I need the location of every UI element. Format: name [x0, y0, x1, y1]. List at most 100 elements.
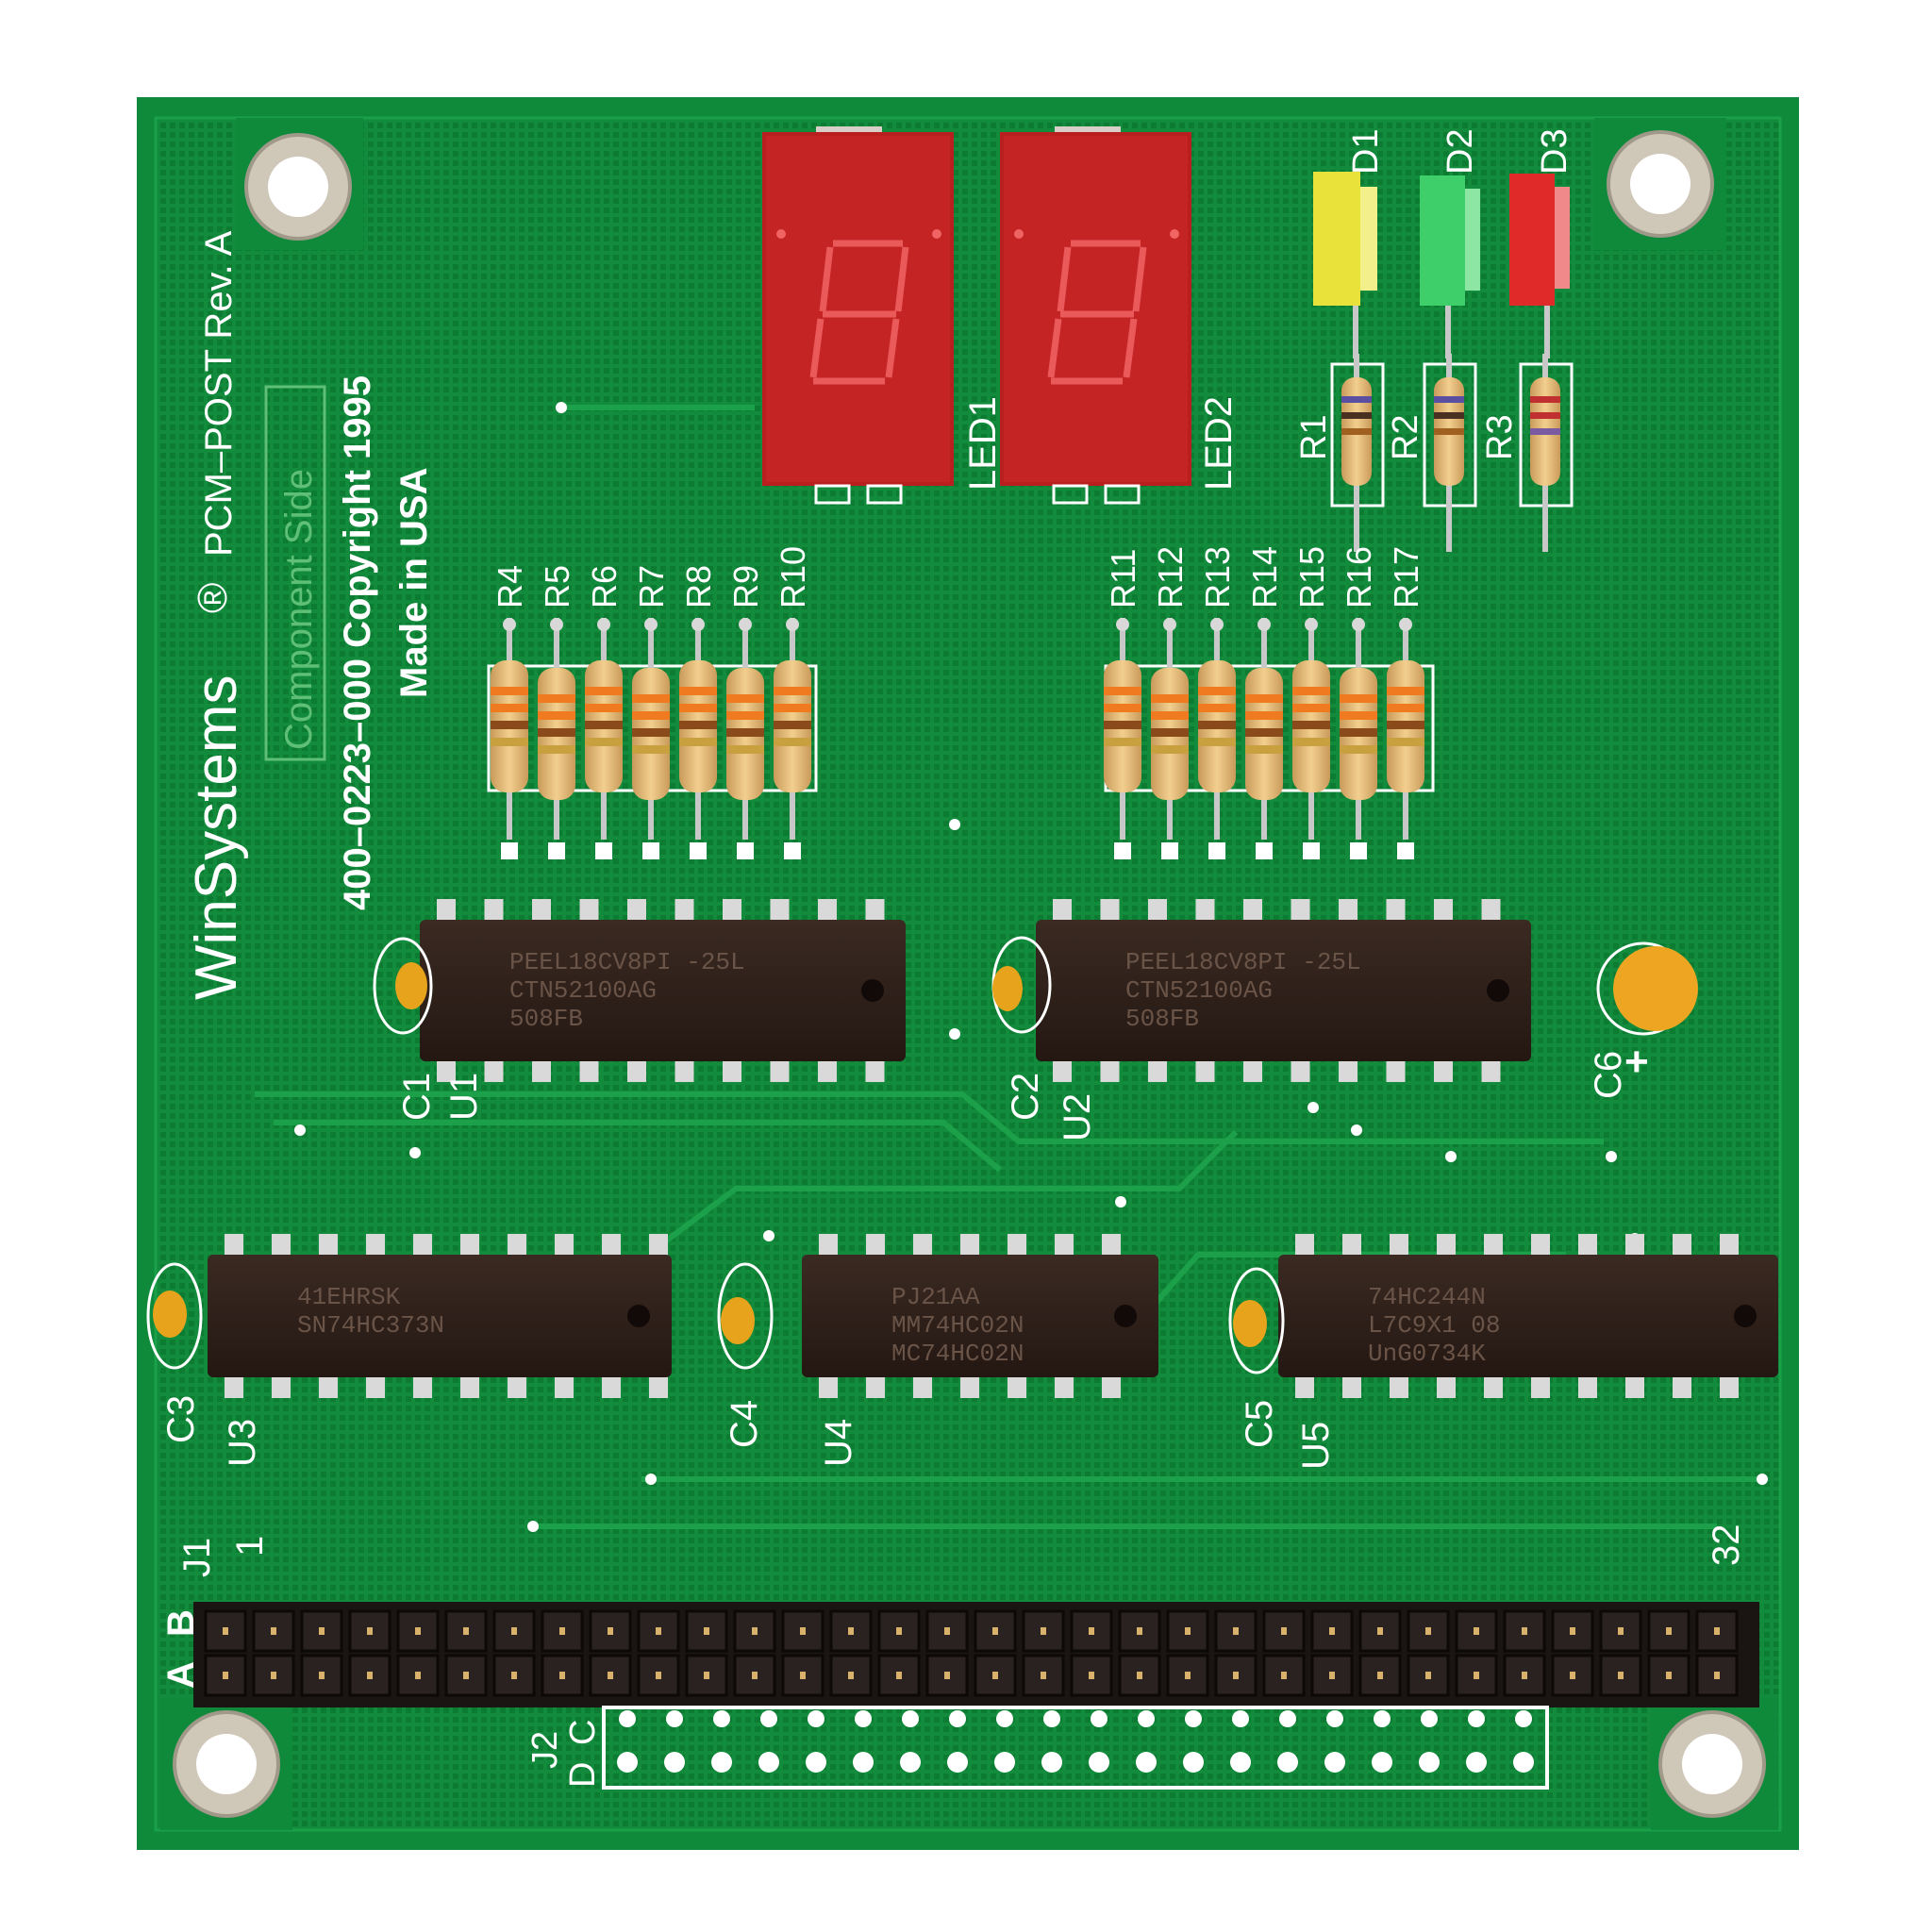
chip-u5-marking-1: L7C9X1 08 [1368, 1311, 1500, 1340]
chip-u1-marking-2: 508FB [509, 1005, 583, 1033]
j2-label: J2 [525, 1731, 565, 1769]
led-d2 [1420, 175, 1480, 358]
chip-u4-marking-2: MC74HC02N [891, 1340, 1024, 1368]
c2-label: C2 [1005, 1073, 1046, 1121]
c6-polarity: + [1624, 1039, 1649, 1085]
c1-label: C1 [396, 1073, 438, 1121]
d2-label: D2 [1441, 128, 1480, 175]
pin32-label: 32 [1706, 1524, 1747, 1567]
component-side-label: Component Side [278, 469, 320, 750]
r7-label: R7 [632, 565, 671, 608]
d3-label: D3 [1535, 128, 1574, 175]
resistor-r11: R11 [1104, 549, 1142, 859]
r11-label: R11 [1104, 549, 1142, 608]
r2-label: R2 [1386, 414, 1425, 460]
led2-label: LED2 [1198, 396, 1240, 491]
chip-u4-marking-0: PJ21AA [891, 1283, 980, 1311]
chip-u5-marking-0: 74HC244N [1368, 1283, 1486, 1311]
ic-chips: PEEL18CV8PI -25LCTN52100AG508FBPEEL18CV8… [208, 899, 1778, 1398]
row-b-label: B [160, 1609, 202, 1637]
chip-u1-marking-1: CTN52100AG [509, 976, 657, 1005]
brand-label: WinSystems [184, 675, 249, 1000]
u2-label: U2 [1057, 1093, 1098, 1141]
chip-u4-marking-1: MM74HC02N [891, 1311, 1024, 1340]
c5-label: C5 [1239, 1400, 1280, 1448]
r10-label: R10 [774, 546, 812, 608]
chip-u3-marking-0: 41EHRSK [297, 1283, 401, 1311]
resistor-r2 [1423, 354, 1477, 552]
chip-u1-marking-0: PEEL18CV8PI -25L [509, 948, 745, 976]
resistor-r14: R14 [1245, 546, 1284, 859]
chip-u5-marking-2: UnG0734K [1368, 1340, 1486, 1368]
r3-label: R3 [1480, 414, 1520, 460]
mounting-holes [160, 118, 1778, 1830]
display-led1 [762, 126, 954, 505]
resistor-r8: R8 [679, 565, 718, 859]
c3-label: C3 [160, 1395, 202, 1443]
c6-label: C6 [1588, 1051, 1629, 1099]
r16-label: R16 [1340, 546, 1378, 608]
r13-label: R13 [1198, 546, 1237, 608]
r1-label: R1 [1294, 414, 1334, 460]
component-side-box: Component Side [264, 385, 326, 761]
resistor-r16: R16 [1340, 546, 1378, 859]
d1-label: D1 [1346, 128, 1386, 175]
footprint-j2 [602, 1706, 1549, 1790]
chip-u2-marking-1: CTN52100AG [1125, 976, 1273, 1005]
registered-mark: ® [190, 583, 236, 613]
resistor-r3 [1519, 354, 1574, 552]
u5-label: U5 [1295, 1422, 1337, 1470]
resistor-r7: R7 [632, 565, 671, 859]
chip-u2-marking-0: PEEL18CV8PI -25L [1125, 948, 1361, 976]
led-d3 [1509, 174, 1570, 358]
resistor-r10: R10 [774, 546, 812, 859]
capacitor-c6: + [1596, 941, 1698, 1085]
r9-label: R9 [726, 565, 765, 608]
r8-label: R8 [679, 565, 718, 608]
model-label: PCM–POST Rev. A [198, 230, 240, 557]
part-copyright-label: 400–0223–000 Copyright 1995 [337, 375, 378, 910]
resistor-r12: R12 [1151, 546, 1190, 859]
traces [255, 405, 1764, 1529]
chip-u2-marking-2: 508FB [1125, 1005, 1199, 1033]
row-a-label: A [160, 1661, 202, 1689]
r15-label: R15 [1292, 546, 1331, 608]
r4-label: R4 [491, 565, 529, 608]
row-c-label: C [563, 1720, 603, 1745]
row-d-label: D [563, 1762, 603, 1788]
u3-label: U3 [222, 1419, 263, 1467]
origin-label: Made in USA [393, 468, 435, 698]
resistor-r17: R17 [1387, 546, 1425, 859]
r12-label: R12 [1151, 546, 1190, 608]
resistor-r13: R13 [1198, 546, 1237, 859]
resistor-r6: R6 [585, 565, 624, 859]
chip-u3-marking-1: SN74HC373N [297, 1311, 444, 1340]
c4-label: C4 [724, 1400, 765, 1448]
vias [294, 402, 1768, 1532]
display-led2 [1000, 126, 1191, 505]
led-d1 [1313, 172, 1377, 358]
resistor-r4: R4 [491, 565, 529, 859]
header-j1 [193, 1602, 1759, 1707]
resistor-r15: R15 [1292, 546, 1331, 859]
j1-label: J1 [176, 1538, 218, 1577]
resistor-r9: R9 [726, 565, 765, 859]
decoupling-caps [146, 936, 1285, 1374]
r6-label: R6 [585, 565, 624, 608]
r17-label: R17 [1387, 546, 1425, 608]
pin1-label: 1 [229, 1536, 271, 1557]
resistor-r1 [1330, 354, 1385, 552]
led1-label: LED1 [962, 396, 1004, 491]
r5-label: R5 [538, 565, 576, 608]
u1-label: U1 [443, 1073, 485, 1121]
resistor-r5: R5 [538, 565, 576, 859]
u4-label: U4 [818, 1419, 859, 1467]
